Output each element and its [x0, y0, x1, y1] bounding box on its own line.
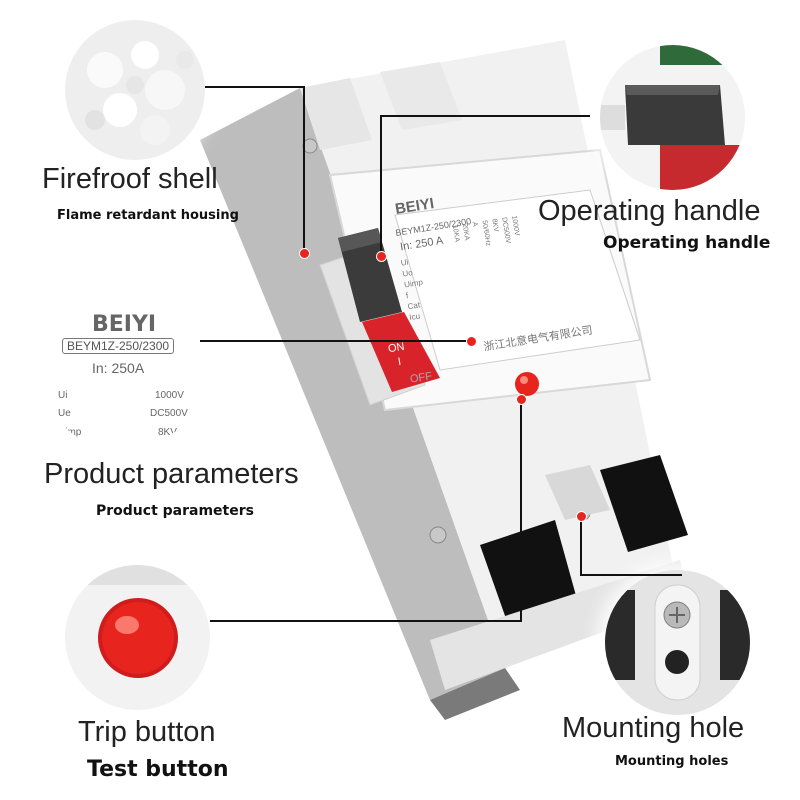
parameters-marker-dot	[466, 336, 477, 347]
parameters-subtitle: Product parameters	[96, 503, 254, 519]
param-model: BEYM1Z-250/2300	[62, 338, 175, 354]
parameters-title: Product parameters	[44, 458, 299, 490]
handle-leader-horizontal	[380, 115, 590, 117]
mounting-marker-dot	[576, 511, 587, 522]
shell-title: Firefroof shell	[42, 163, 218, 195]
handle-title: Operating handle	[538, 195, 761, 227]
mounting-leader-horizontal	[582, 574, 682, 576]
mounting-title: Mounting hole	[562, 712, 745, 744]
param-key-ue: Ue	[58, 408, 71, 419]
handle-leader-vertical	[380, 115, 382, 255]
handle-closeup	[600, 45, 745, 190]
breaker-on-text: ON	[387, 340, 406, 356]
handle-subtitle: Operating handle	[603, 233, 771, 253]
trip-subtitle: Test button	[87, 757, 229, 782]
mounting-leader-vertical	[580, 515, 582, 576]
param-value-ue: DC500V	[150, 408, 188, 419]
parameters-closeup: BEIYI BEYM1Z-250/2300 In: 250A Ui 1000V …	[40, 290, 205, 450]
shell-marker-dot	[299, 248, 310, 259]
param-value-uimp: 8KV	[158, 427, 177, 438]
trip-marker-dot	[516, 394, 527, 405]
trip-title: Trip button	[78, 716, 216, 748]
mounting-subtitle: Mounting holes	[615, 754, 729, 769]
shell-leader-vertical	[303, 86, 305, 252]
param-current: In: 250A	[92, 360, 145, 376]
trip-leader-vertical	[520, 398, 522, 622]
shell-leader-horizontal	[205, 86, 305, 88]
mounting-hole-closeup	[605, 570, 750, 715]
shell-subtitle: Flame retardant housing	[57, 208, 239, 223]
trip-button-closeup	[65, 565, 210, 710]
shell-material-closeup	[65, 20, 205, 160]
handle-marker-dot	[376, 251, 387, 262]
param-key-ui: Ui	[58, 390, 68, 401]
param-key-uimp: Uimp	[58, 427, 82, 438]
parameters-leader-horizontal	[200, 340, 470, 342]
trip-leader-horizontal	[210, 620, 522, 622]
param-brand: BEIYI	[92, 312, 157, 337]
param-value-ui: 1000V	[155, 390, 184, 401]
